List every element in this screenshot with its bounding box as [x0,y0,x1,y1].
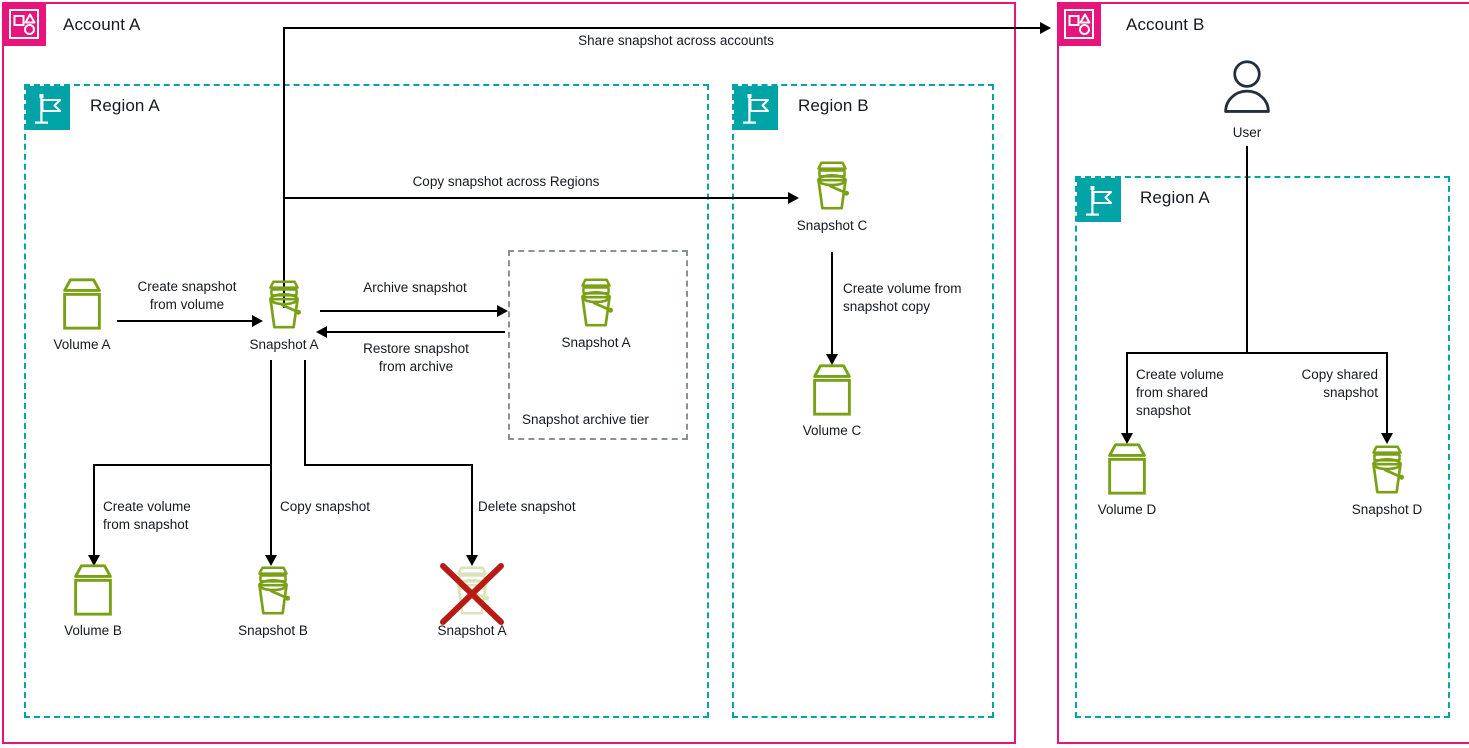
copy-across-regions-arrowhead [788,192,799,204]
delete-snapshot-line-h [304,464,473,466]
node-snapshot-a-deleted[interactable]: Snapshot A [417,562,527,638]
ebs-snapshot-icon [247,562,299,618]
ebs-volume-icon [1101,441,1153,497]
share-across-accounts-line-h [283,27,1040,29]
account-b-boundary [1057,2,1469,744]
archive-snapshot-line [320,310,498,312]
copy-shared-snapshot-line-v [1386,352,1388,435]
copy-snapshot-line-v [270,464,272,557]
account-b-label: Account B [1126,15,1205,34]
copy-across-regions-line [283,197,788,199]
region-a-boundary [24,84,709,718]
node-volume-a[interactable]: Volume A [27,276,137,352]
user-trunk-line [1246,146,1248,353]
region-a-label: Region A [90,96,160,115]
ebs-snapshot-icon [806,157,858,213]
create-volume-from-snapshot-line-v [93,464,95,557]
create-volume-from-copy-arrowhead [826,354,838,365]
node-label: Snapshot A [437,623,507,638]
create-volume-from-snapshot-arrowhead [88,555,100,566]
aws-account-icon [2,2,46,46]
ebs-volume-icon [56,276,108,332]
snapshot-a-right-trunk [304,360,306,465]
share-across-accounts-line-v [283,28,285,308]
create-volume-shared-arrowhead [1121,433,1133,444]
aws-account-icon [1057,2,1101,46]
node-snapshot-d[interactable]: Snapshot D [1332,441,1442,517]
snapshot-archive-tier-boundary [508,250,688,440]
create-snapshot-line [117,320,252,322]
region-a-account-b-label: Region A [1140,188,1210,207]
archive-snapshot-label: Archive snapshot [363,280,467,295]
copy-snapshot-label: Copy snapshot [280,499,371,514]
region-b-label: Region B [798,96,869,115]
ebs-snapshot-icon [1361,441,1413,497]
node-label: Snapshot B [238,623,308,638]
copy-shared-snapshot-label: Copy shared snapshot [1301,367,1378,400]
node-label: Snapshot A [249,337,319,352]
node-label: User [1232,125,1262,140]
user-fanout-line-h [1126,352,1388,354]
node-snapshot-c[interactable]: Snapshot C [777,157,887,233]
node-volume-d[interactable]: Volume D [1072,441,1182,517]
node-snapshot-a-archived[interactable]: Snapshot A [541,274,651,350]
node-label: Volume B [64,623,122,638]
create-snapshot-arrowhead [252,315,263,327]
node-label: Snapshot A [561,335,631,350]
restore-snapshot-label: Restore snapshot from archive [363,341,469,374]
create-volume-shared-line-v [1126,352,1128,435]
delete-snapshot-line-v [471,464,473,557]
node-label: Volume A [53,337,111,352]
ebs-volume-icon [67,562,119,618]
create-volume-from-copy-label: Create volume from snapshot copy [843,281,962,314]
node-label: Volume C [802,423,862,438]
node-snapshot-b[interactable]: Snapshot B [218,562,328,638]
copy-shared-snapshot-arrowhead [1381,433,1393,444]
delete-snapshot-arrowhead [466,555,478,566]
region-a-account-b-boundary [1075,176,1450,718]
node-user[interactable]: User [1192,58,1302,140]
region-b-boundary [732,84,994,718]
archive-snapshot-arrowhead [497,305,508,317]
aws-region-flag-icon [1077,178,1121,222]
create-volume-from-copy-line [831,252,833,356]
user-icon [1219,58,1275,120]
restore-snapshot-arrowhead [316,326,327,338]
restore-snapshot-line [327,331,505,333]
ebs-snapshot-icon [258,276,310,332]
snapshot-archive-tier-caption: Snapshot archive tier [522,412,649,427]
snapshot-a-left-trunk [270,360,272,465]
node-label: Snapshot D [1351,502,1423,517]
node-label: Snapshot C [796,218,868,233]
create-volume-from-snapshot-label: Create volume from snapshot [103,499,191,532]
share-across-accounts-arrowhead [1040,22,1051,34]
delete-snapshot-label: Delete snapshot [478,499,576,514]
aws-region-flag-icon [734,86,778,130]
share-across-accounts-label: Share snapshot across accounts [578,33,774,48]
copy-across-regions-label: Copy snapshot across Regions [412,174,600,189]
ebs-snapshot-icon [570,274,622,330]
node-label: Volume D [1097,502,1157,517]
delete-x-icon [440,563,504,625]
node-volume-c[interactable]: Volume C [777,362,887,438]
create-volume-from-snapshot-line-h [93,464,272,466]
aws-region-flag-icon [26,86,70,130]
ebs-volume-icon [806,362,858,418]
account-a-label: Account A [63,15,141,34]
node-volume-b[interactable]: Volume B [38,562,148,638]
create-snapshot-label: Create snapshot from volume [137,279,237,312]
node-snapshot-a[interactable]: Snapshot A [229,276,339,352]
create-volume-shared-label: Create volume from shared snapshot [1136,367,1224,418]
copy-snapshot-arrowhead [265,555,277,566]
